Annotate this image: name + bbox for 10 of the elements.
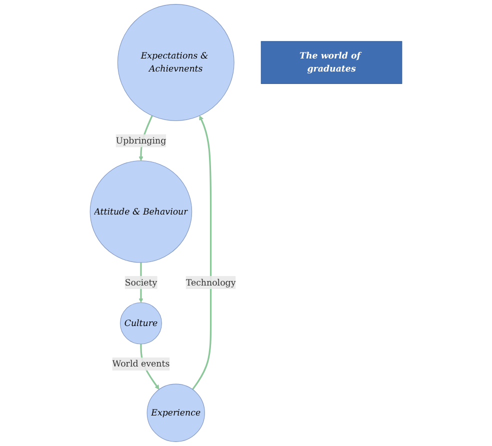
- node-box: The world of graduates: [260, 41, 402, 84]
- node-circle: Culture: [120, 302, 162, 344]
- node-circle: Experience: [146, 384, 205, 442]
- edge-label: Upbringing: [116, 135, 166, 146]
- edge-label: World events: [112, 358, 170, 369]
- edge-label: Society: [124, 277, 158, 288]
- arrow: [192, 115, 212, 390]
- node-circle: Expectations & Achievnents: [117, 4, 234, 121]
- node-circle: Attitude & Behaviour: [90, 160, 192, 263]
- edge-label: Technology: [186, 277, 236, 288]
